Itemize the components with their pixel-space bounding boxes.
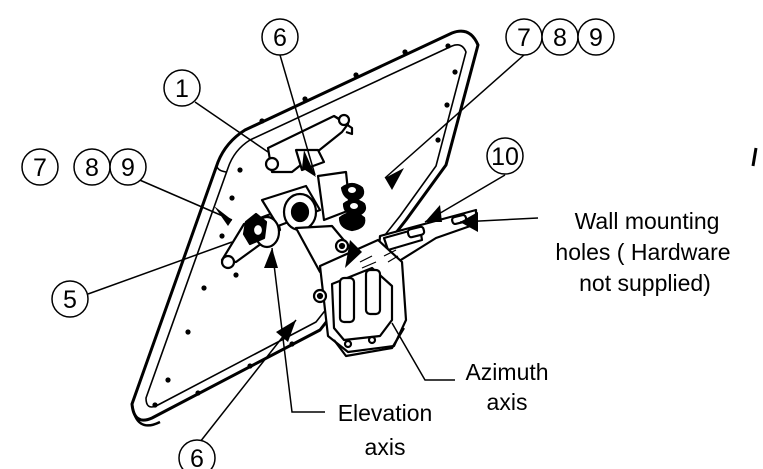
edge-mark xyxy=(751,147,758,167)
callout-10: 10 xyxy=(486,137,524,175)
leader-arrowheads xyxy=(214,150,478,342)
callout-group-left: 7 8 9 xyxy=(21,148,147,186)
panel-screw-holes xyxy=(152,43,458,408)
wall-mounting-line-2: holes ( Hardware xyxy=(555,239,730,265)
antenna-panel xyxy=(130,29,480,427)
callout-10-label: 10 xyxy=(491,143,519,171)
elevation-label: Elevation axis xyxy=(338,400,433,460)
wall-mounting-label: Wall mounting holes ( Hardware not suppl… xyxy=(555,208,730,296)
bracket-assembly xyxy=(220,113,478,358)
callout-8-left-label: 8 xyxy=(85,154,99,182)
callout-6-bottom-label: 6 xyxy=(190,445,204,469)
elevation-line-2: axis xyxy=(365,434,406,460)
leader-lines xyxy=(87,54,539,443)
callout-7-left-label: 7 xyxy=(33,154,47,182)
elevation-line-1: Elevation xyxy=(338,400,433,426)
callout-7-right-label: 7 xyxy=(517,24,531,52)
azimuth-line-2: axis xyxy=(487,389,528,415)
callout-8-right-label: 8 xyxy=(553,24,567,52)
azimuth-line-1: Azimuth xyxy=(465,359,548,385)
callout-6-bottom: 6 xyxy=(178,439,216,469)
callout-5-label: 5 xyxy=(63,286,77,314)
callout-group-right: 7 8 9 xyxy=(505,18,615,56)
wall-mounting-line-1: Wall mounting xyxy=(575,208,720,234)
callout-6-top-label: 6 xyxy=(273,24,287,52)
callout-9-right-label: 9 xyxy=(589,24,603,52)
callout-1-label: 1 xyxy=(175,75,189,103)
callout-6-top: 6 xyxy=(261,18,299,56)
callout-1: 1 xyxy=(163,69,201,107)
callout-5: 5 xyxy=(51,280,89,318)
wall-mounting-line-3: not supplied) xyxy=(579,270,711,296)
azimuth-label: Azimuth axis xyxy=(465,359,548,415)
callout-9-left-label: 9 xyxy=(121,154,135,182)
